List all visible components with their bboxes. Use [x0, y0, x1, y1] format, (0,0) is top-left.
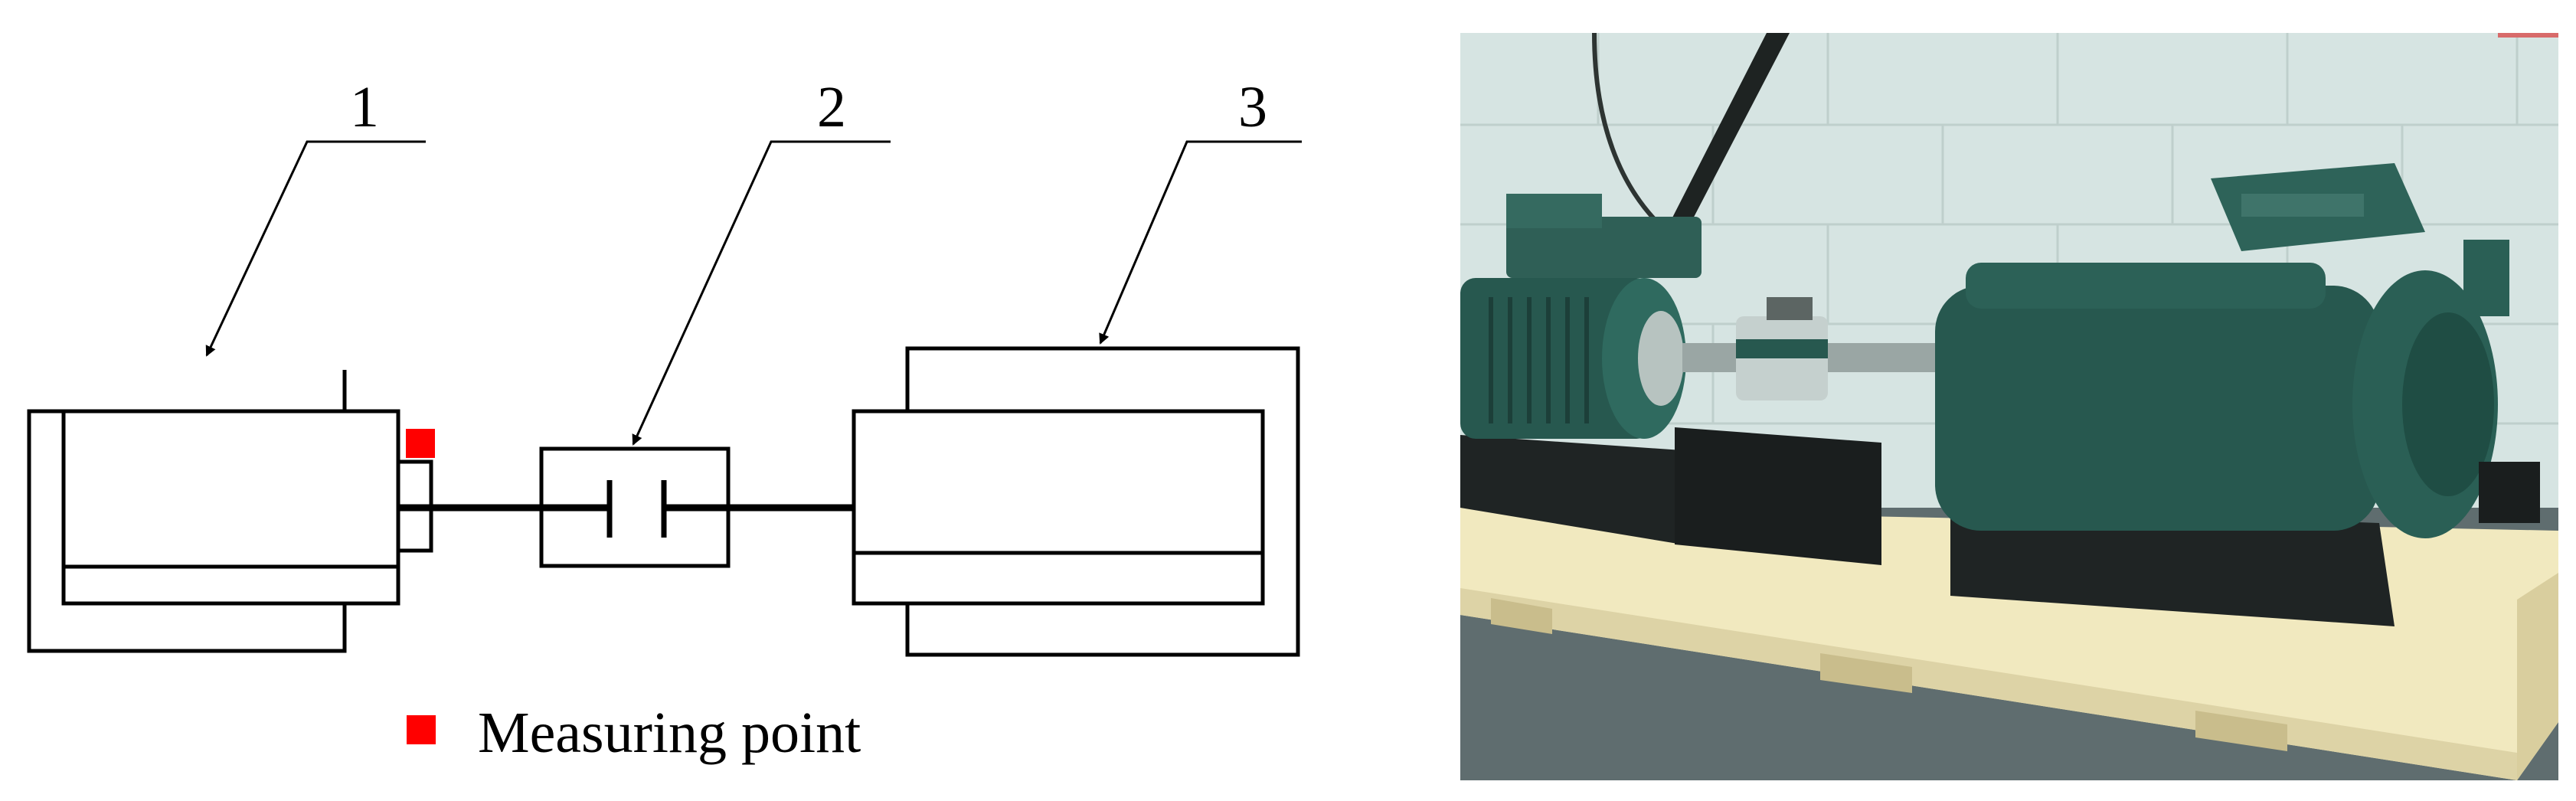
callout-leader-2	[632, 140, 891, 446]
load-motor-base	[1950, 508, 2395, 626]
callout-number-2: 2	[817, 75, 846, 139]
legend: Measuring point	[407, 701, 861, 765]
legend-label: Measuring point	[478, 701, 861, 765]
left-motor	[1460, 194, 1702, 439]
test-rig-schematic: 1 2 3 Measuring point	[27, 75, 1302, 765]
callout-number-3: 3	[1238, 75, 1267, 139]
cable-bundle	[1671, 33, 1790, 224]
callout-number-1: 1	[350, 75, 379, 139]
legend-marker	[407, 715, 436, 744]
left-motor-base	[1460, 435, 1682, 544]
shaft	[1682, 343, 1981, 372]
thin-cable	[1592, 33, 1662, 227]
torque-transducer	[1736, 297, 1828, 400]
callout-leader-3	[1099, 140, 1302, 345]
coupling-base	[1675, 427, 1881, 565]
measuring-point-marker	[406, 429, 435, 458]
photo-corner-mark	[2498, 33, 2558, 38]
motor-component	[27, 370, 433, 653]
load-motor	[1935, 163, 2540, 538]
load-motor-component	[852, 346, 1300, 657]
test-rig-photo	[1460, 33, 2558, 780]
coupling-component	[539, 446, 731, 568]
callout-leader-1	[205, 140, 426, 357]
